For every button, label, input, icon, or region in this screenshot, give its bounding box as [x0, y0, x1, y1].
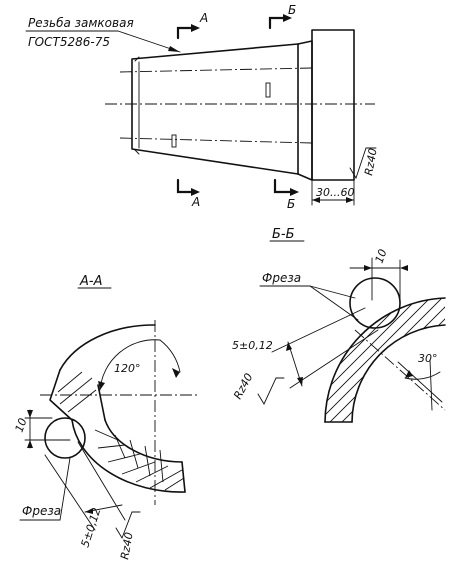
section-aa-width-dimension: 10 [13, 416, 30, 434]
thread-note-line1: Резьба замковая [28, 16, 134, 30]
section-aa-title: А-А [79, 274, 102, 289]
section-a-mark-top: А [199, 11, 208, 25]
section-bb-width-dimension: 10 [373, 247, 390, 265]
section-bb-title: Б-Б [272, 227, 295, 242]
section-bb-angle-label: 30° [418, 352, 438, 365]
flange-length-dimension: 30...60 [316, 186, 354, 199]
section-bb-roughness-label: Rz40 [231, 371, 255, 401]
section-bb-cutter-label: Фреза [262, 271, 301, 285]
section-aa-hatching [57, 371, 185, 491]
section-aa-angle-label: 120° [114, 362, 141, 375]
section-a-mark-bottom: А [191, 195, 200, 209]
section-aa-roughness-label: Rz40 [118, 531, 136, 560]
section-aa-view: А-А [13, 274, 200, 561]
section-bb-cutter-icon [349, 277, 401, 329]
section-aa-offset-dimension: 5±0,12 [78, 506, 103, 549]
section-aa-cutter-label: Фреза [22, 504, 61, 518]
section-b-mark-bottom: Б [287, 197, 295, 211]
section-bb-offset-dimension: 5±0,12 [232, 339, 273, 352]
section-b-mark-top: Б [288, 3, 296, 17]
section-bb-view: Б-Б [231, 227, 446, 423]
shaft-elevation-view: Резьба замковая ГОСТ5286-75 А Б А Б 30..… [25, 3, 380, 211]
thread-note-line2: ГОСТ5286-75 [28, 35, 110, 49]
flange-roughness-label: Rz40 [362, 147, 380, 176]
section-aa-cutter-icon [44, 417, 86, 459]
